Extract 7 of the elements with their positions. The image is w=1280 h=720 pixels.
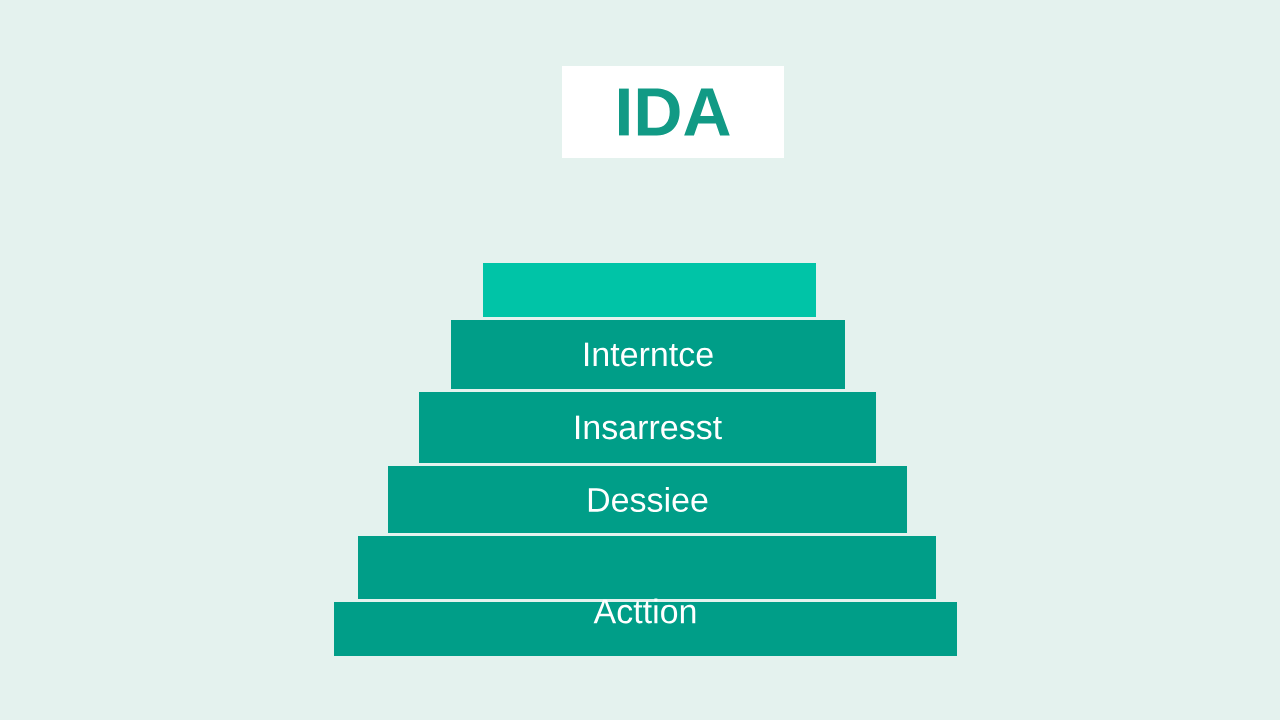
step-band: Interntce bbox=[451, 320, 845, 389]
step-band: Insarresst bbox=[419, 392, 876, 463]
title-box: IDA bbox=[562, 66, 784, 158]
step-band: Dessiee bbox=[388, 466, 907, 533]
step-band bbox=[358, 536, 936, 599]
step-band: Acttion bbox=[334, 598, 957, 656]
step-band bbox=[483, 263, 816, 317]
